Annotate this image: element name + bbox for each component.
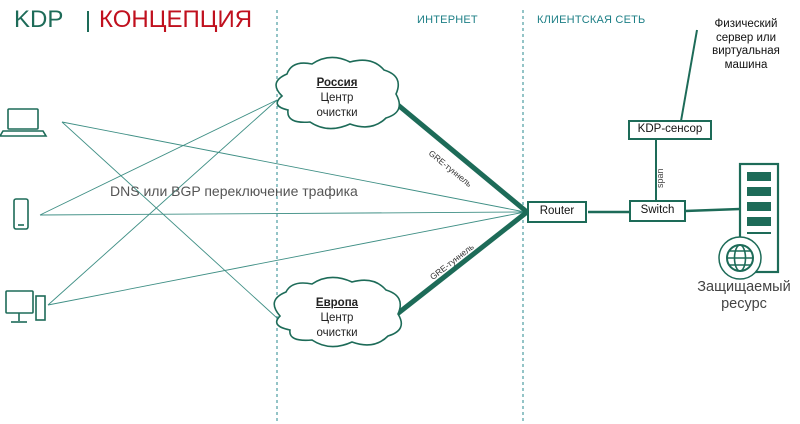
gre-tunnel-top <box>390 98 529 214</box>
phone-icon <box>13 198 29 230</box>
switch-box: Switch <box>629 200 686 222</box>
title-separator <box>87 11 89 32</box>
link-sensor-server-note <box>680 29 698 122</box>
cloud-russia-text: Россия Центр очистки <box>287 76 387 121</box>
link-switch-server <box>684 207 741 213</box>
globe-icon <box>718 236 762 280</box>
zone-label-internet: ИНТЕРНЕТ <box>417 14 478 26</box>
server-note: Физический сервер или виртуальная машина <box>712 18 780 71</box>
router-box: Router <box>527 201 587 223</box>
cloud-europe-name: Европа <box>315 297 359 309</box>
span-label: span <box>655 168 665 188</box>
cloud-europe-text: Европа Центр очистки <box>287 296 387 341</box>
cloud-russia <box>275 56 401 130</box>
gre-tunnel-bottom <box>390 210 529 320</box>
laptop-icon <box>0 108 48 137</box>
title-kdp: KDP <box>14 6 64 33</box>
title-concept: КОНЦЕПЦИЯ <box>99 6 253 33</box>
cloud-europe-line2: очистки <box>316 327 358 339</box>
cloud-europe-line1: Центр <box>320 312 354 324</box>
cloud-russia-line1: Центр <box>320 92 354 104</box>
cloud-russia-name: Россия <box>316 77 358 89</box>
desktop-icon <box>5 290 46 323</box>
dns-bgp-label: DNS или BGP переключение трафика <box>110 183 358 199</box>
cloud-russia-line2: очистки <box>316 107 358 119</box>
cloud-europe <box>273 276 403 348</box>
protected-resource-label: Защищаемый ресурс <box>697 279 791 312</box>
traffic-lines <box>39 99 526 319</box>
kdp-sensor-box: KDP-сенсор <box>628 120 712 140</box>
zone-label-client-network: КЛИЕНТСКАЯ СЕТЬ <box>537 14 646 26</box>
